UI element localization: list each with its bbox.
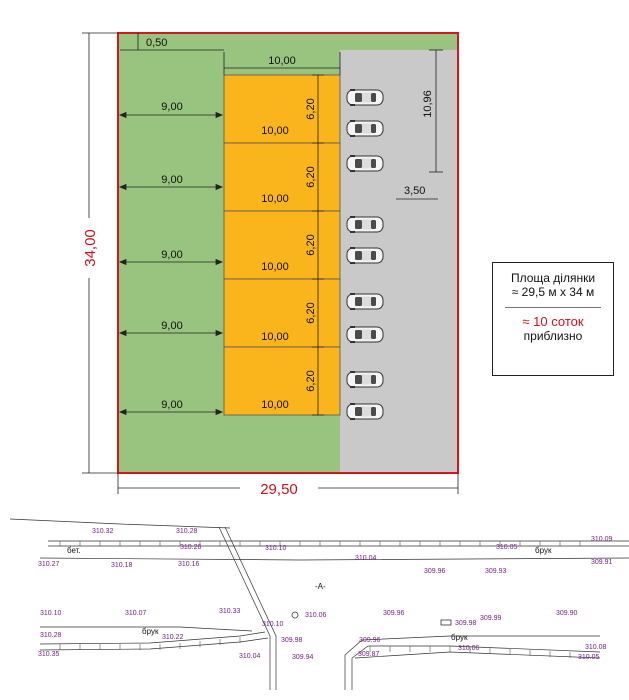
area-note: приблизно xyxy=(523,329,583,343)
survey-elevations: 310.32 310.28 310.26 310.10 310.05 310.0… xyxy=(38,528,613,661)
top-strip-label: 0,50 xyxy=(146,37,167,49)
elevation: 309.96 xyxy=(359,637,381,644)
elevation: 309.90 xyxy=(556,610,578,617)
car-icon xyxy=(346,246,384,265)
lot-3-setback: 9,00 xyxy=(161,249,182,261)
site-border xyxy=(117,32,459,474)
top-strip-dimension xyxy=(120,33,224,51)
area-title: Площа ділянки xyxy=(510,271,596,285)
lot-1-depth: 6,20 xyxy=(305,98,317,119)
lot-1 xyxy=(223,74,341,144)
site-height-dimension xyxy=(82,32,118,474)
car-icon xyxy=(346,215,384,234)
car-icon xyxy=(346,325,384,344)
lot-4-depth: 6,20 xyxy=(305,302,317,323)
lot-3-depth: 6,20 xyxy=(305,234,317,255)
car-icon xyxy=(346,292,384,311)
curb-ticks xyxy=(59,541,581,658)
survey-marker-icon xyxy=(291,611,299,619)
elevation: 310.16 xyxy=(178,561,200,568)
area-info-box: Площа ділянки ≈ 29,5 м х 34 м ≈ 10 соток… xyxy=(492,262,614,376)
elevation: 309.96 xyxy=(424,568,446,575)
lot-2-width: 10,00 xyxy=(261,193,289,205)
elevation: 309.87 xyxy=(358,651,380,658)
lot-5-depth: 6,20 xyxy=(305,370,317,391)
lot-4-width: 10,00 xyxy=(261,331,289,343)
lot-4-setback: 9,00 xyxy=(161,320,182,332)
parking-depth-label: 10,96 xyxy=(422,90,434,118)
lot-1-setback: 9,00 xyxy=(161,101,182,113)
elevation: 309.99 xyxy=(480,615,502,622)
elevation: 310.04 xyxy=(355,555,377,562)
elevation: 310.06 xyxy=(458,645,480,652)
survey-label-concrete: бет. xyxy=(67,546,81,555)
elevation: 310.32 xyxy=(92,528,114,535)
lot-width-dimension xyxy=(223,52,341,75)
site-width-label: 29,50 xyxy=(260,481,298,498)
survey-lines xyxy=(9,518,629,690)
lot-2-depth: 6,20 xyxy=(305,166,317,187)
car-icon xyxy=(346,88,384,107)
lot-5-width: 10,00 xyxy=(261,399,289,411)
elevation: 310.26 xyxy=(180,544,202,551)
elevation: 310.28 xyxy=(176,528,198,535)
car-icon xyxy=(346,154,384,173)
lot-width-label: 10,00 xyxy=(268,55,296,67)
elevation: 310.10 xyxy=(40,610,62,617)
survey-label-axis: -А- xyxy=(315,582,326,591)
elevation: 310.35 xyxy=(38,651,60,658)
lot-5 xyxy=(223,346,341,416)
elevation: 309.91 xyxy=(591,559,613,566)
elevation: 310.33 xyxy=(219,608,241,615)
lot-3-width: 10,00 xyxy=(261,261,289,273)
elevation: 309.98 xyxy=(455,620,477,627)
elevation: 310.18 xyxy=(111,562,133,569)
survey-label-paving: брук xyxy=(142,627,159,636)
survey-hatch-icon xyxy=(440,619,452,626)
elevation: 310.06 xyxy=(305,612,327,619)
survey-label-paving: брук xyxy=(451,633,468,642)
info-divider xyxy=(505,307,601,308)
elevation: 309.93 xyxy=(485,568,507,575)
car-icon xyxy=(346,402,384,421)
area-size: ≈ 29,5 м х 34 м xyxy=(511,285,595,299)
elevation: 309.98 xyxy=(281,637,303,644)
top-strip xyxy=(118,33,458,50)
elevation: 310.05 xyxy=(578,654,600,661)
elevation: 310.05 xyxy=(496,544,518,551)
elevation: 309.96 xyxy=(383,610,405,617)
elevation: 309.94 xyxy=(292,654,314,661)
site-height-label: 34,00 xyxy=(82,229,99,267)
lots xyxy=(223,74,341,416)
elevation: 310.28 xyxy=(40,632,62,639)
survey-label-paving: брук xyxy=(535,546,552,555)
lot-5-setback: 9,00 xyxy=(161,399,182,411)
site-width-dimension xyxy=(117,473,459,494)
car-icon xyxy=(346,370,384,389)
lot-1-width: 10,00 xyxy=(261,125,289,137)
setback-dimensions xyxy=(118,111,224,416)
elevation: 310.09 xyxy=(591,536,613,543)
elevation: 310.22 xyxy=(162,634,184,641)
elevation: 310.10 xyxy=(262,621,284,628)
elevation: 310.08 xyxy=(585,644,607,651)
parking-offset-label: 3,50 xyxy=(404,185,425,197)
elevation: 310.04 xyxy=(239,653,261,660)
elevation: 310.27 xyxy=(38,561,60,568)
parking-depth-dimension xyxy=(429,49,443,173)
elevation: 310.07 xyxy=(125,610,147,617)
lot-depth-dimensions xyxy=(312,74,324,416)
car-icon xyxy=(346,119,384,138)
elevation: 310.10 xyxy=(265,545,287,552)
lot-2-setback: 9,00 xyxy=(161,174,182,186)
area-approx: ≈ 10 соток xyxy=(522,314,584,329)
